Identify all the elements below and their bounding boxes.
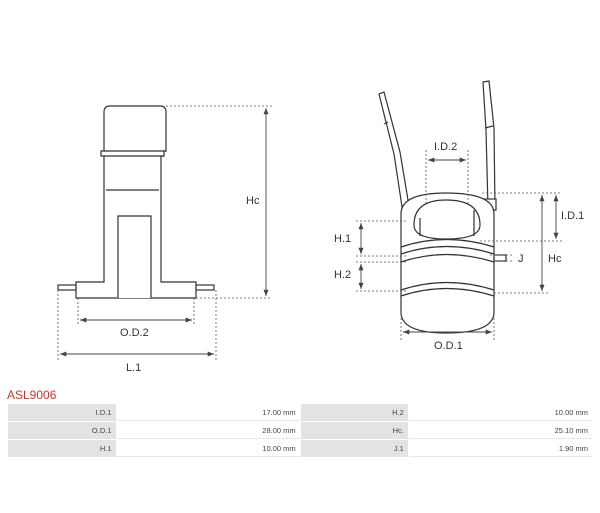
h2-label: H.2 xyxy=(334,269,351,281)
side-view: Hc O.D.2 L.1 xyxy=(57,105,272,374)
ring-top-opening xyxy=(413,199,481,240)
product-code: ASL9006 xyxy=(7,388,57,402)
spec-label: J.1 xyxy=(300,440,408,457)
left-wire xyxy=(378,91,412,221)
table-row: H.1 10.00 mm J.1 1.90 mm xyxy=(8,440,592,457)
side-view-left-tab xyxy=(57,284,77,291)
side-view-slot xyxy=(117,215,152,298)
od1-label: O.D.1 xyxy=(434,340,463,352)
h1-label: H.1 xyxy=(334,233,351,245)
table-row: I.D.1 17.00 mm H.2 10.00 mm xyxy=(8,404,592,421)
spec-label: H.2 xyxy=(300,404,408,421)
hc-right-label: Hc xyxy=(548,253,562,265)
perspective-view: I.D.2 I.D.1 Hc J H.1 H.2 O.D.1 xyxy=(334,80,584,352)
spec-value: 10.00 mm xyxy=(116,440,300,457)
spec-value: 17.00 mm xyxy=(116,404,300,421)
spec-label: I.D.1 xyxy=(8,404,116,421)
spec-value: 10.00 mm xyxy=(408,404,592,421)
technical-drawing: Hc O.D.2 L.1 I.D.2 xyxy=(57,80,584,374)
spec-label: O.D.1 xyxy=(8,422,116,439)
side-view-right-tab xyxy=(195,284,215,291)
spec-label: Hc. xyxy=(300,422,408,439)
id1-label: I.D.1 xyxy=(561,210,584,222)
j-pin xyxy=(493,254,507,262)
l1-label: L.1 xyxy=(126,362,141,374)
hc-label: Hc xyxy=(246,195,260,207)
j-label: J xyxy=(518,253,524,265)
spec-value: 25.10 mm xyxy=(408,422,592,439)
table-row: O.D.1 28.00 mm Hc. 25.10 mm xyxy=(8,422,592,439)
right-wire xyxy=(482,80,496,209)
side-view-body xyxy=(75,105,197,299)
specs-table: I.D.1 17.00 mm H.2 10.00 mm O.D.1 28.00 … xyxy=(7,403,593,458)
spec-label: H.1 xyxy=(8,440,116,457)
od2-label: O.D.2 xyxy=(120,327,149,339)
id2-label: I.D.2 xyxy=(434,141,457,153)
spec-value: 1.90 mm xyxy=(408,440,592,457)
spec-value: 28.00 mm xyxy=(116,422,300,439)
